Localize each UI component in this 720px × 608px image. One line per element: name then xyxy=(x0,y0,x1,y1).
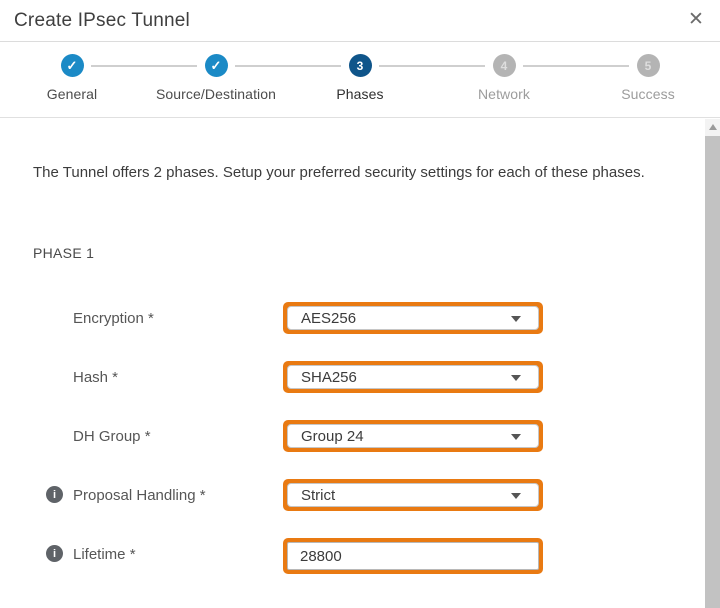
info-icon[interactable]: i xyxy=(46,486,63,503)
wizard-stepper: ✓ General ✓ Source/Destination 3 Phases … xyxy=(0,43,720,118)
phases-form: The Tunnel offers 2 phases. Setup your p… xyxy=(0,119,705,608)
step-general[interactable]: ✓ General xyxy=(0,43,144,117)
check-icon: ✓ xyxy=(60,54,84,77)
proposal-handling-row: i Proposal Handling * Strict xyxy=(0,479,705,519)
chevron-down-icon xyxy=(511,493,521,499)
proposal-handling-value: Strict xyxy=(301,486,336,504)
phase-1-heading: PHASE 1 xyxy=(33,245,95,261)
step-number: 3 xyxy=(348,54,372,77)
info-icon[interactable]: i xyxy=(46,545,63,562)
encryption-row: Encryption * AES256 xyxy=(0,302,705,342)
scroll-up-button[interactable] xyxy=(705,119,720,135)
lifetime-label: Lifetime * xyxy=(73,546,136,563)
dh-group-value: Group 24 xyxy=(301,427,364,445)
scroll-up-icon xyxy=(708,124,717,130)
chevron-down-icon xyxy=(511,434,521,440)
page-title: Create IPsec Tunnel xyxy=(14,10,190,31)
step-source-destination[interactable]: ✓ Source/Destination xyxy=(144,43,288,117)
chevron-down-icon xyxy=(511,375,521,381)
lifetime-row: i Lifetime * xyxy=(0,538,705,578)
step-network[interactable]: 4 Network xyxy=(432,43,576,117)
proposal-handling-label: Proposal Handling * xyxy=(73,487,206,504)
dh-group-select[interactable]: Group 24 xyxy=(287,424,539,448)
hash-value: SHA256 xyxy=(301,368,357,386)
hash-select[interactable]: SHA256 xyxy=(287,365,539,389)
chevron-down-icon xyxy=(511,316,521,322)
step-label: Source/Destination xyxy=(155,86,277,102)
intro-text: The Tunnel offers 2 phases. Setup your p… xyxy=(33,164,645,181)
step-connector xyxy=(379,65,485,67)
encryption-value: AES256 xyxy=(301,309,357,327)
encryption-select[interactable]: AES256 xyxy=(287,306,539,330)
proposal-handling-select[interactable]: Strict xyxy=(287,483,539,507)
dh-group-label: DH Group * xyxy=(73,428,151,445)
close-button[interactable]: ✕ xyxy=(680,4,712,36)
hash-label: Hash * xyxy=(73,369,119,386)
proposal-handling-field-outline: Strict xyxy=(283,479,543,511)
check-icon: ✓ xyxy=(204,54,228,77)
dh-group-row: DH Group * Group 24 xyxy=(0,420,705,460)
lifetime-field-outline xyxy=(283,538,543,574)
hash-field-outline: SHA256 xyxy=(283,361,543,393)
hash-row: Hash * SHA256 xyxy=(0,361,705,401)
encryption-label: Encryption * xyxy=(73,310,154,327)
dialog-header: Create IPsec Tunnel ✕ xyxy=(0,0,720,42)
encryption-field-outline: AES256 xyxy=(283,302,543,334)
vertical-scrollbar[interactable] xyxy=(705,119,720,608)
step-label: Phases xyxy=(336,86,384,102)
step-label: Network xyxy=(477,86,531,102)
lifetime-input[interactable] xyxy=(287,542,539,570)
close-icon: ✕ xyxy=(688,9,704,30)
dh-group-field-outline: Group 24 xyxy=(283,420,543,452)
step-phases[interactable]: 3 Phases xyxy=(288,43,432,117)
step-number: 4 xyxy=(492,54,516,77)
step-number: 5 xyxy=(636,54,660,77)
step-success[interactable]: 5 Success xyxy=(576,43,720,117)
scrollbar-thumb[interactable] xyxy=(705,136,720,608)
step-label: Success xyxy=(621,86,675,102)
step-connector xyxy=(91,65,197,67)
step-connector xyxy=(523,65,629,67)
step-connector xyxy=(235,65,341,67)
step-label: General xyxy=(46,86,98,102)
